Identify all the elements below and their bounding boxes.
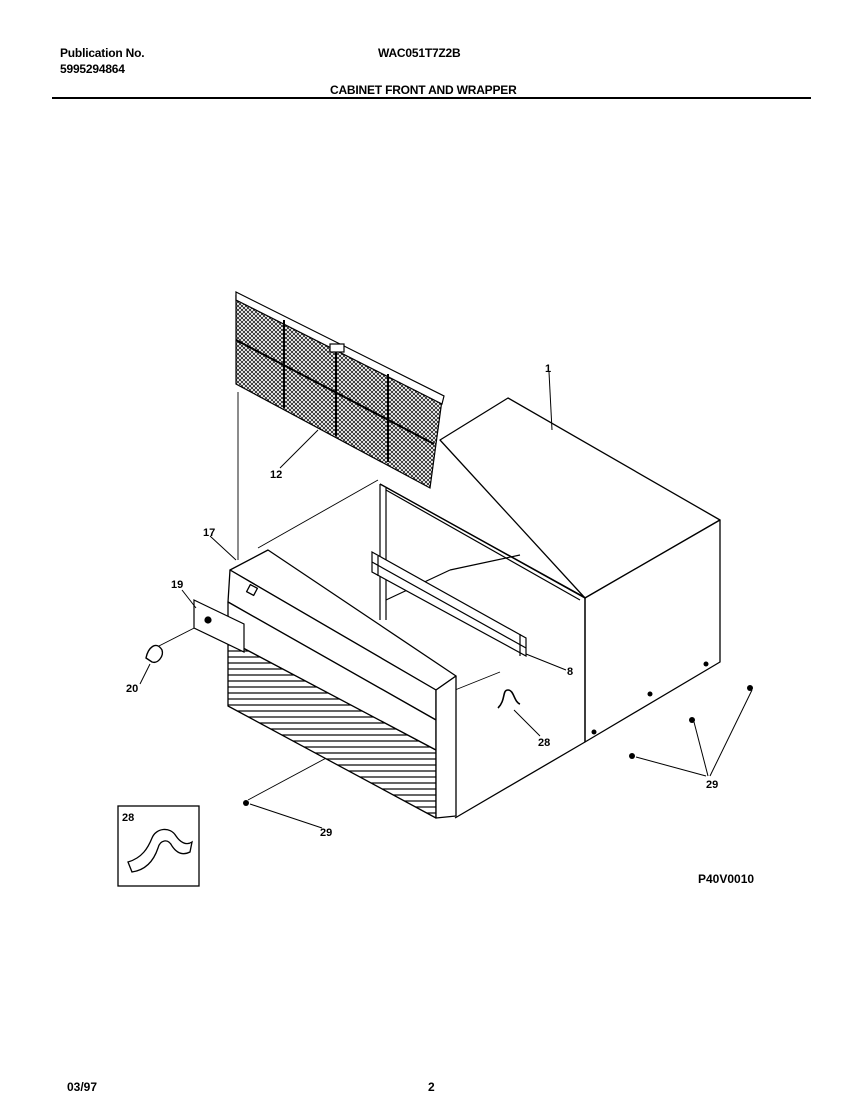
bracket-part: [371, 550, 527, 658]
screws: [243, 661, 753, 806]
callout-28: 28: [538, 737, 550, 749]
model-number: WAC051T7Z2B: [378, 46, 461, 60]
callout-8: 8: [567, 666, 573, 678]
label-plate: [193, 599, 245, 653]
inset-box: [117, 805, 200, 887]
header-rule: [52, 97, 811, 99]
callout-17: 17: [203, 527, 215, 539]
callout-28-inset: 28: [122, 812, 134, 824]
page-number: 2: [428, 1080, 435, 1094]
callout-19: 19: [171, 579, 183, 591]
publication-number: 5995294864: [60, 62, 125, 76]
section-title: CABINET FRONT AND WRAPPER: [330, 83, 517, 97]
air-filter: [235, 291, 445, 489]
knob-clip: [145, 644, 164, 663]
callout-29-right: 29: [706, 779, 718, 791]
clip-part: [497, 689, 521, 709]
callout-12: 12: [270, 469, 282, 481]
revision-date: 03/97: [67, 1080, 98, 1094]
front-panel: [227, 549, 457, 819]
callout-29-left: 29: [320, 827, 332, 839]
leader-lines: [139, 371, 753, 829]
callout-20: 20: [126, 683, 138, 695]
callout-1: 1: [545, 363, 551, 375]
figure-code: P40V0010: [698, 872, 755, 886]
publication-label: Publication No.: [60, 46, 145, 60]
inner-frame: [379, 483, 587, 620]
